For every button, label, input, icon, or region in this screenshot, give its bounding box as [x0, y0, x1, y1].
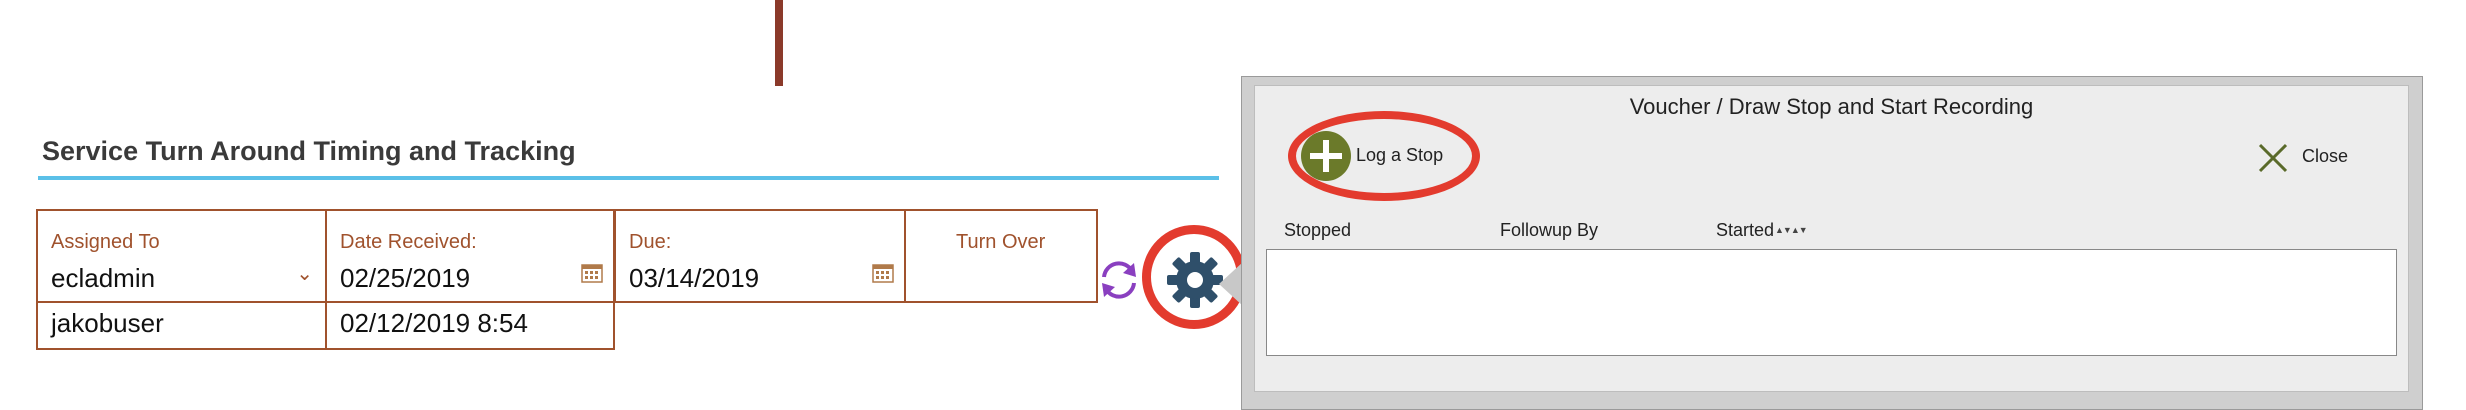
- column-header-followup-by[interactable]: Followup By: [1500, 220, 1599, 240]
- close-icon[interactable]: [2256, 141, 2290, 175]
- date-received-value: 02/25/2019: [340, 263, 471, 293]
- dialog-title: Voucher / Draw Stop and Start Recording: [1629, 94, 2034, 119]
- column-header-started[interactable]: Started: [1716, 220, 1775, 240]
- sort-icon[interactable]: ▲▼▲▼: [1775, 225, 1808, 235]
- title-divider: [38, 176, 1219, 180]
- due-label: Due:: [629, 231, 672, 253]
- dialog-pointer: [1219, 262, 1243, 306]
- decorative-bar: [775, 0, 783, 86]
- chevron-down-icon: ⌄: [296, 263, 313, 285]
- assigned-to-secondary-value: jakobuser: [51, 308, 164, 338]
- calendar-icon[interactable]: [872, 263, 894, 283]
- log-stop-highlight: [1288, 111, 1480, 201]
- date-received-label: Date Received:: [340, 231, 477, 253]
- gear-icon[interactable]: [1165, 250, 1225, 310]
- close-button[interactable]: Close: [2302, 146, 2349, 166]
- column-header-stopped[interactable]: Stopped: [1284, 220, 1352, 240]
- plus-circle-icon[interactable]: [1300, 130, 1352, 182]
- log-stop-button[interactable]: Log a Stop: [1356, 145, 1444, 165]
- turn-over-field[interactable]: Turn Over: [904, 209, 1098, 303]
- assigned-to-value: ecladmin: [51, 263, 156, 293]
- assigned-to-select[interactable]: Assigned To ecladmin ⌄: [36, 209, 327, 303]
- assigned-to-label: Assigned To: [51, 231, 160, 253]
- due-date-field[interactable]: Due: 03/14/2019: [614, 209, 906, 303]
- due-value: 03/14/2019: [629, 263, 760, 293]
- section-title: Service Turn Around Timing and Tracking: [42, 136, 576, 166]
- date-received-field[interactable]: Date Received: 02/25/2019: [325, 209, 615, 303]
- records-grid[interactable]: [1266, 249, 2397, 356]
- turn-over-label: Turn Over: [956, 231, 1046, 253]
- assigned-to-secondary: jakobuser: [36, 301, 327, 350]
- calendar-icon[interactable]: [581, 263, 603, 283]
- date-received-secondary-value: 02/12/2019 8:54: [340, 308, 528, 338]
- date-received-secondary: 02/12/2019 8:54: [325, 301, 615, 350]
- refresh-icon[interactable]: [1096, 257, 1142, 303]
